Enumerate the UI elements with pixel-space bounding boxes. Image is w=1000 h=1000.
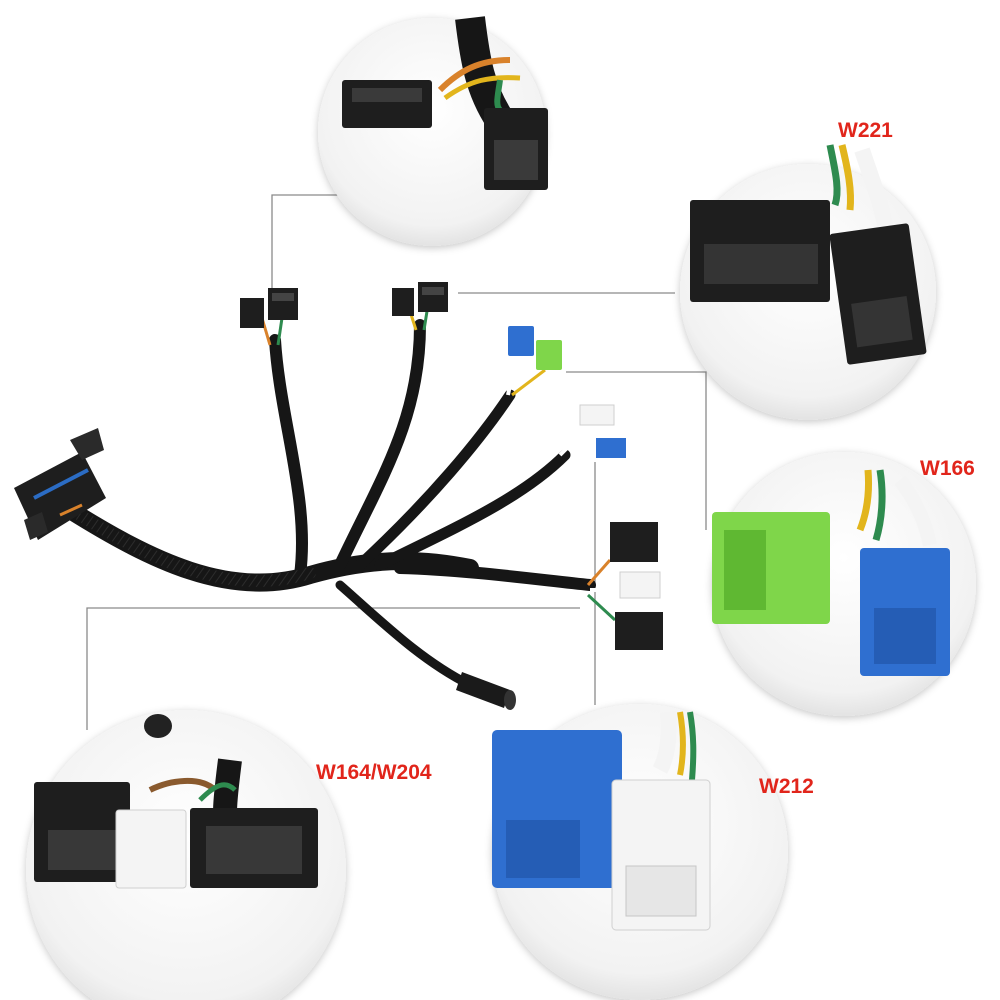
- branch-3-connectors: [506, 326, 562, 397]
- cable-branch-3: [354, 389, 516, 571]
- model-label-w221: W221: [838, 119, 893, 142]
- leader-line-top: [271, 194, 345, 292]
- dc-jack: [456, 672, 516, 710]
- branch-5-connectors: [586, 522, 663, 650]
- cable-branch-6: [335, 580, 475, 690]
- obd-connector: [14, 428, 106, 540]
- cable-branch-1: [269, 334, 309, 581]
- model-label-w212: W212: [759, 775, 814, 798]
- leader-lines: [86, 194, 707, 730]
- model-label-w166: W166: [920, 457, 975, 480]
- branch-1-connectors: [240, 288, 298, 346]
- leader-line-w166: [566, 371, 707, 530]
- cable-branch-2: [334, 319, 426, 571]
- detail-circle-top: [318, 16, 548, 246]
- detail-circle-w221: [680, 144, 936, 420]
- wiring-harness: [14, 282, 663, 710]
- detail-circle-w212: [492, 704, 788, 1000]
- detail-circle-w166: [712, 452, 976, 716]
- model-label-w164-w204: W164/W204: [316, 761, 432, 784]
- branch-2-connectors: [392, 282, 448, 331]
- detail-circle-w164-w204: [26, 710, 346, 1000]
- cable-trunk-braid: [74, 509, 316, 587]
- branch-4-connectors: [558, 404, 626, 458]
- cable-branch-5: [394, 562, 596, 591]
- cable-branch-4: [374, 449, 571, 571]
- leader-line-w164: [86, 607, 580, 730]
